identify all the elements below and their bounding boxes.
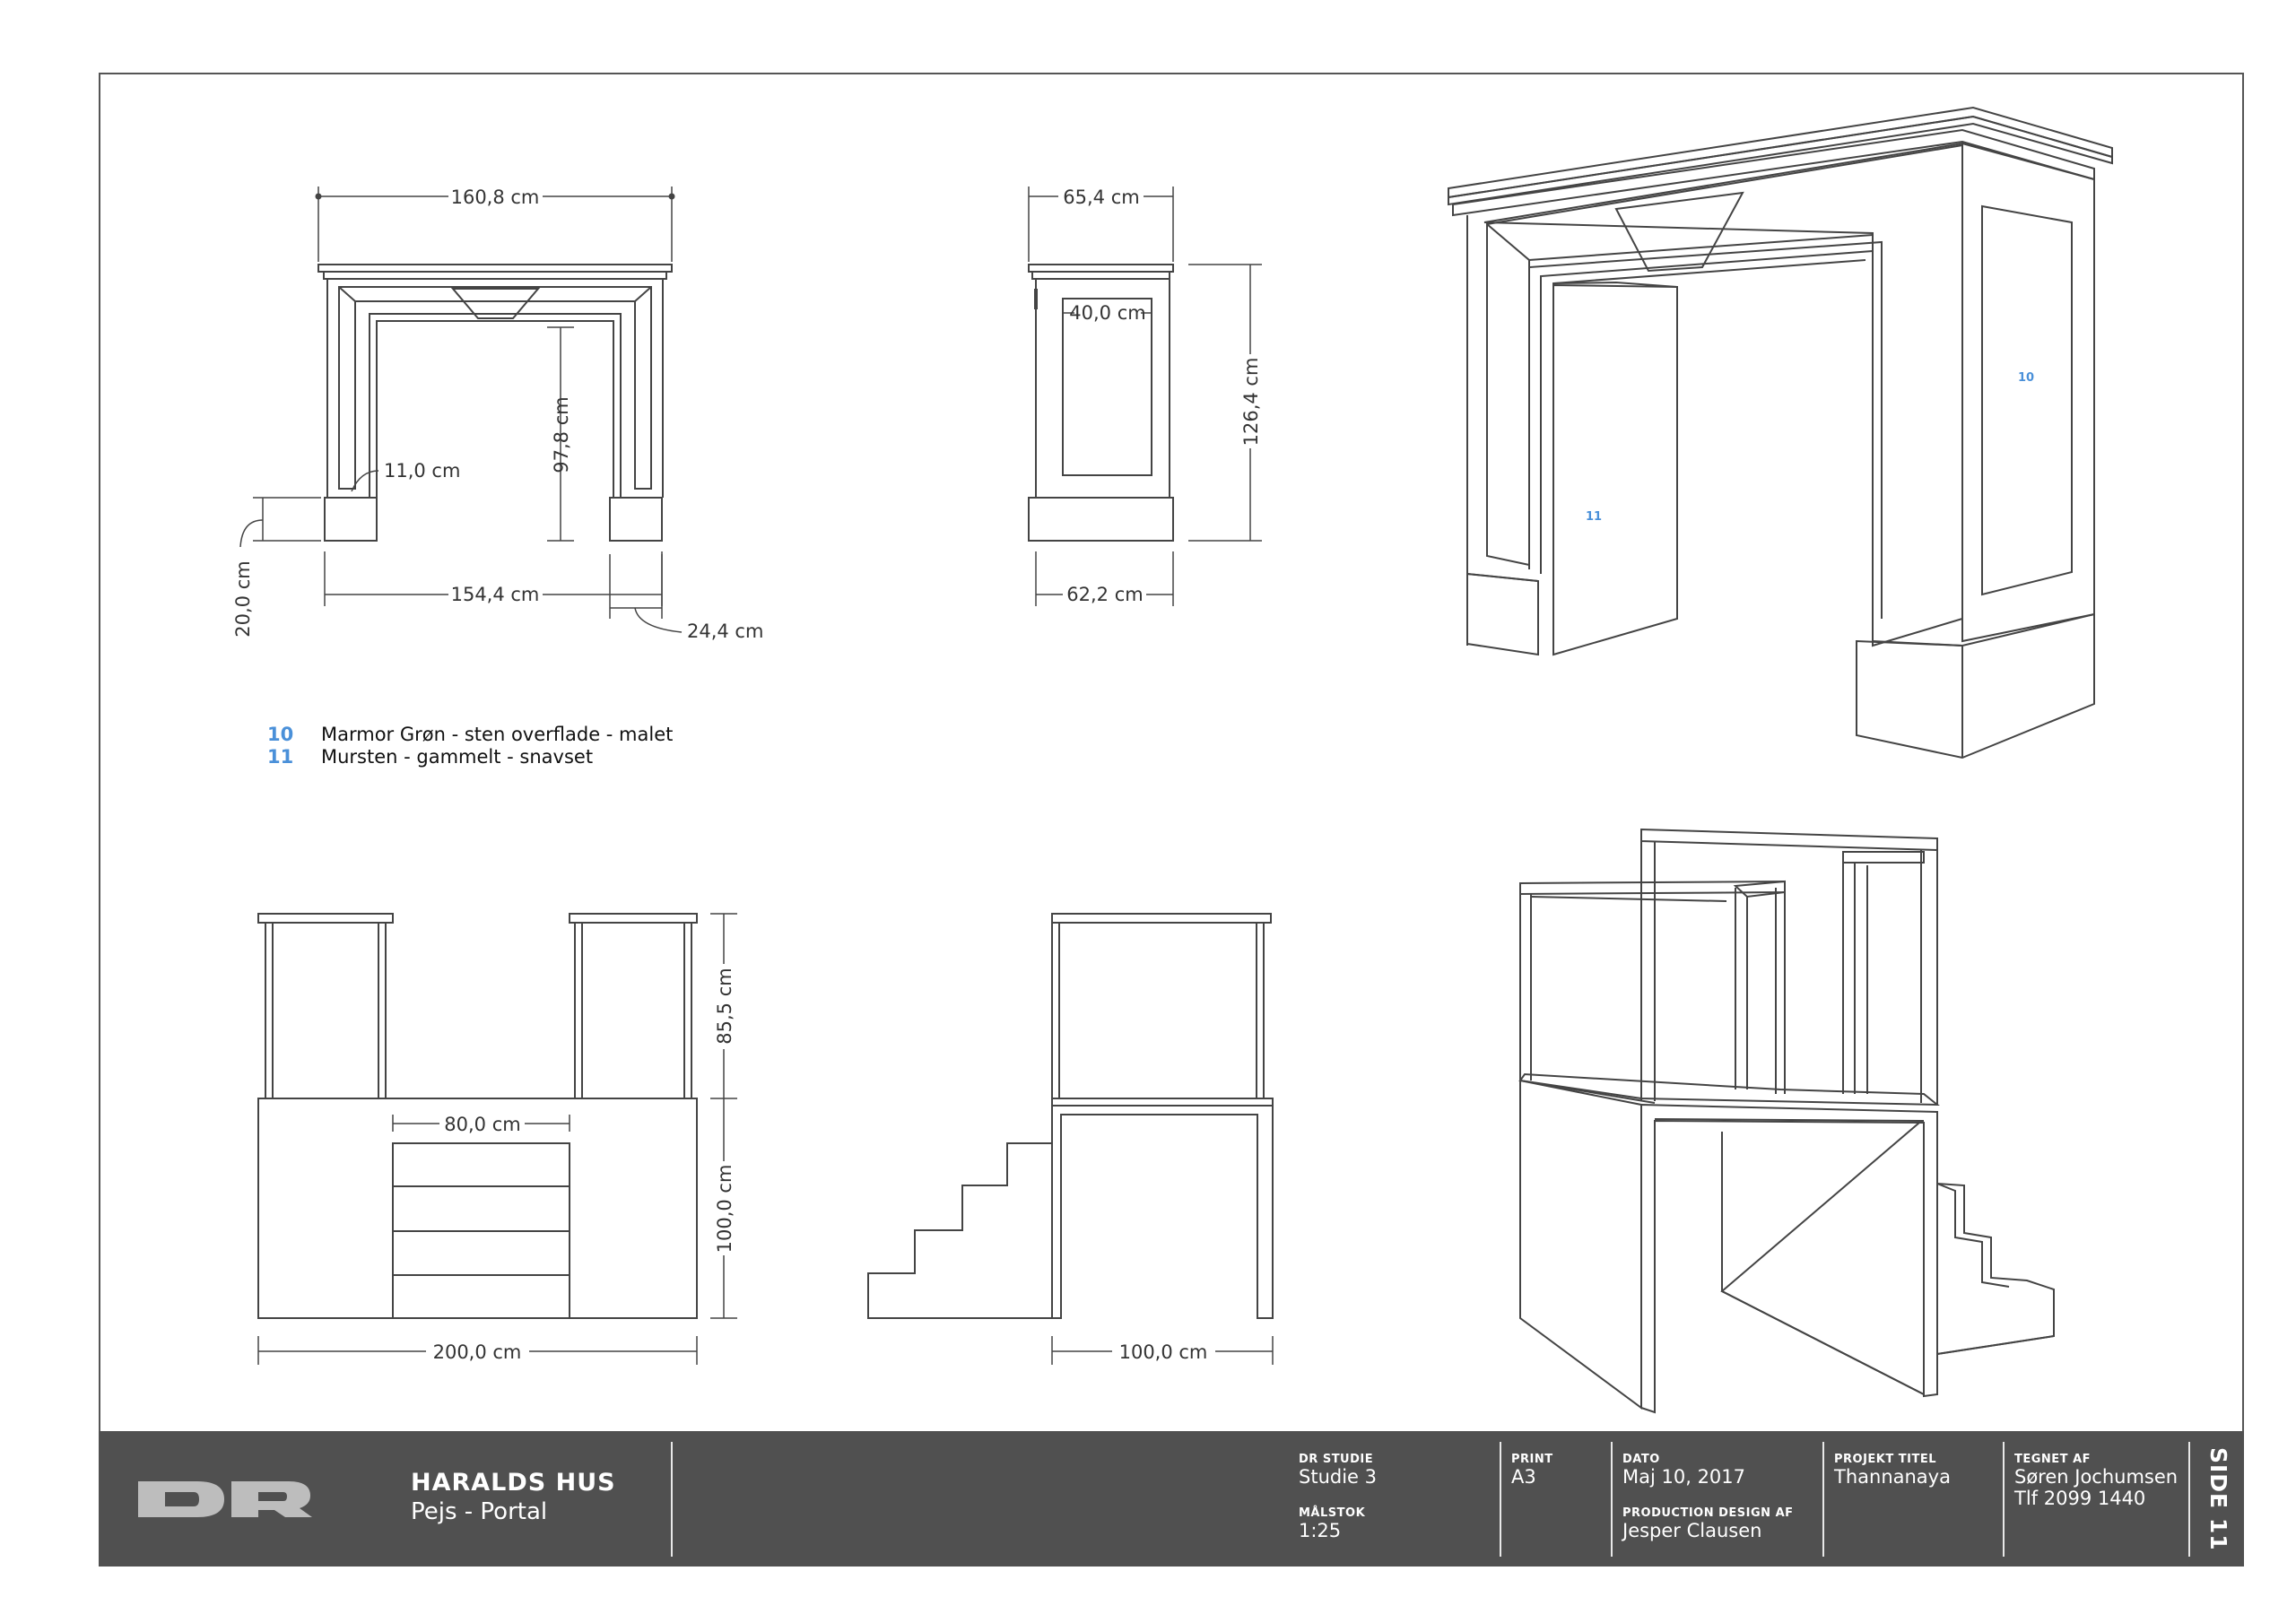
drawn-by-name: Søren Jochumsen <box>2014 1466 2179 1488</box>
project-title-value: Thannanaya <box>1834 1466 1951 1488</box>
project-info: HARALDS HUS Pejs - Portal <box>411 1469 616 1525</box>
scale-value: 1:25 <box>1299 1520 1342 1541</box>
separator <box>2188 1442 2190 1557</box>
print-value: A3 <box>1511 1466 1536 1488</box>
design-value: Jesper Clausen <box>1622 1520 1762 1541</box>
studio-label: DR STUDIE <box>1299 1453 1374 1466</box>
dim-front-plinth-width: 24,4 cm <box>687 621 763 642</box>
title-block: HARALDS HUS Pejs - Portal DR STUDIE Stud… <box>99 1431 2244 1567</box>
stage-isometric <box>1518 828 2055 1414</box>
dim-side-depth-bottom: 62,2 cm <box>1066 584 1143 605</box>
project-title-label: PROJEKT TITEL <box>1834 1453 1937 1466</box>
legend-num-11: 11 <box>267 746 293 768</box>
fireplace-isometric: 10 11 <box>1448 106 2113 759</box>
stage-side-elevation: 100,0 cm <box>867 913 1274 1365</box>
separator <box>1822 1442 1824 1557</box>
drawn-by-label: TEGNET AF <box>2014 1453 2092 1466</box>
page-number-text: SIDE 11 <box>2205 1447 2231 1551</box>
separator <box>1611 1442 1613 1557</box>
dr-logo <box>138 1481 312 1517</box>
dim-stage-width: 200,0 cm <box>433 1341 522 1363</box>
fireplace-front-elevation: 160,8 cm 97,8 cm 11,0 cm 20,0 cm 154,4 c… <box>232 187 763 642</box>
field-scale: MÅLSTOK 1:25 <box>1299 1506 1365 1541</box>
drawing-name: Pejs - Portal <box>411 1498 548 1525</box>
drawn-by-phone: Tlf 2099 1440 <box>2014 1488 2146 1509</box>
dim-front-inner-height: 97,8 cm <box>551 396 572 473</box>
field-drawn-by: TEGNET AF Søren Jochumsen Tlf 2099 1440 <box>2014 1453 2178 1509</box>
dim-front-width-top: 160,8 cm <box>451 187 540 208</box>
dim-stage-side-depth: 100,0 cm <box>1119 1341 1208 1363</box>
material-legend: 10 Marmor Grøn - sten overflade - malet … <box>267 724 673 768</box>
legend-label-11: Mursten - gammelt - snavset <box>321 746 593 768</box>
print-label: PRINT <box>1511 1453 1553 1466</box>
fireplace-side-elevation: 65,4 cm 40,0 cm 126,4 cm 62,2 cm <box>1028 187 1262 606</box>
material-tag-11: 11 <box>1586 510 1602 524</box>
dim-side-panel-width: 40,0 cm <box>1069 302 1145 324</box>
separator <box>2003 1442 2005 1557</box>
dim-side-depth-top: 65,4 cm <box>1063 187 1139 208</box>
scale-label: MÅLSTOK <box>1299 1506 1366 1520</box>
field-date: DATO Maj 10, 2017 <box>1622 1453 1745 1488</box>
field-production-design: PRODUCTION DESIGN AF Jesper Clausen <box>1622 1506 1794 1541</box>
dim-side-height: 126,4 cm <box>1240 358 1262 447</box>
dim-front-width-bottom: 154,4 cm <box>451 584 540 605</box>
legend-label-10: Marmor Grøn - sten overflade - malet <box>321 724 673 745</box>
legend-num-10: 10 <box>267 724 293 745</box>
stage-front-elevation: 80,0 cm 85,5 cm 100,0 cm 200,0 cm <box>257 913 737 1365</box>
dim-stage-upper-height: 85,5 cm <box>714 968 735 1044</box>
date-value: Maj 10, 2017 <box>1622 1466 1746 1488</box>
studio-value: Studie 3 <box>1299 1466 1377 1488</box>
dim-front-plinth-height: 20,0 cm <box>232 560 254 637</box>
material-tag-10: 10 <box>2018 371 2034 385</box>
field-project-title: PROJEKT TITEL Thannanaya <box>1834 1453 1951 1488</box>
field-print: PRINT A3 <box>1511 1453 1553 1488</box>
dim-stage-stairs-width: 80,0 cm <box>444 1114 520 1135</box>
design-label: PRODUCTION DESIGN AF <box>1622 1506 1794 1520</box>
separator <box>1500 1442 1501 1557</box>
date-label: DATO <box>1622 1453 1660 1466</box>
project-name: HARALDS HUS <box>411 1469 616 1497</box>
dim-front-side-width: 11,0 cm <box>384 460 460 482</box>
page-number: SIDE 11 <box>2199 1444 2235 1555</box>
field-studio: DR STUDIE Studie 3 <box>1299 1453 1377 1488</box>
separator <box>671 1442 673 1557</box>
dim-stage-lower-height: 100,0 cm <box>714 1165 735 1254</box>
